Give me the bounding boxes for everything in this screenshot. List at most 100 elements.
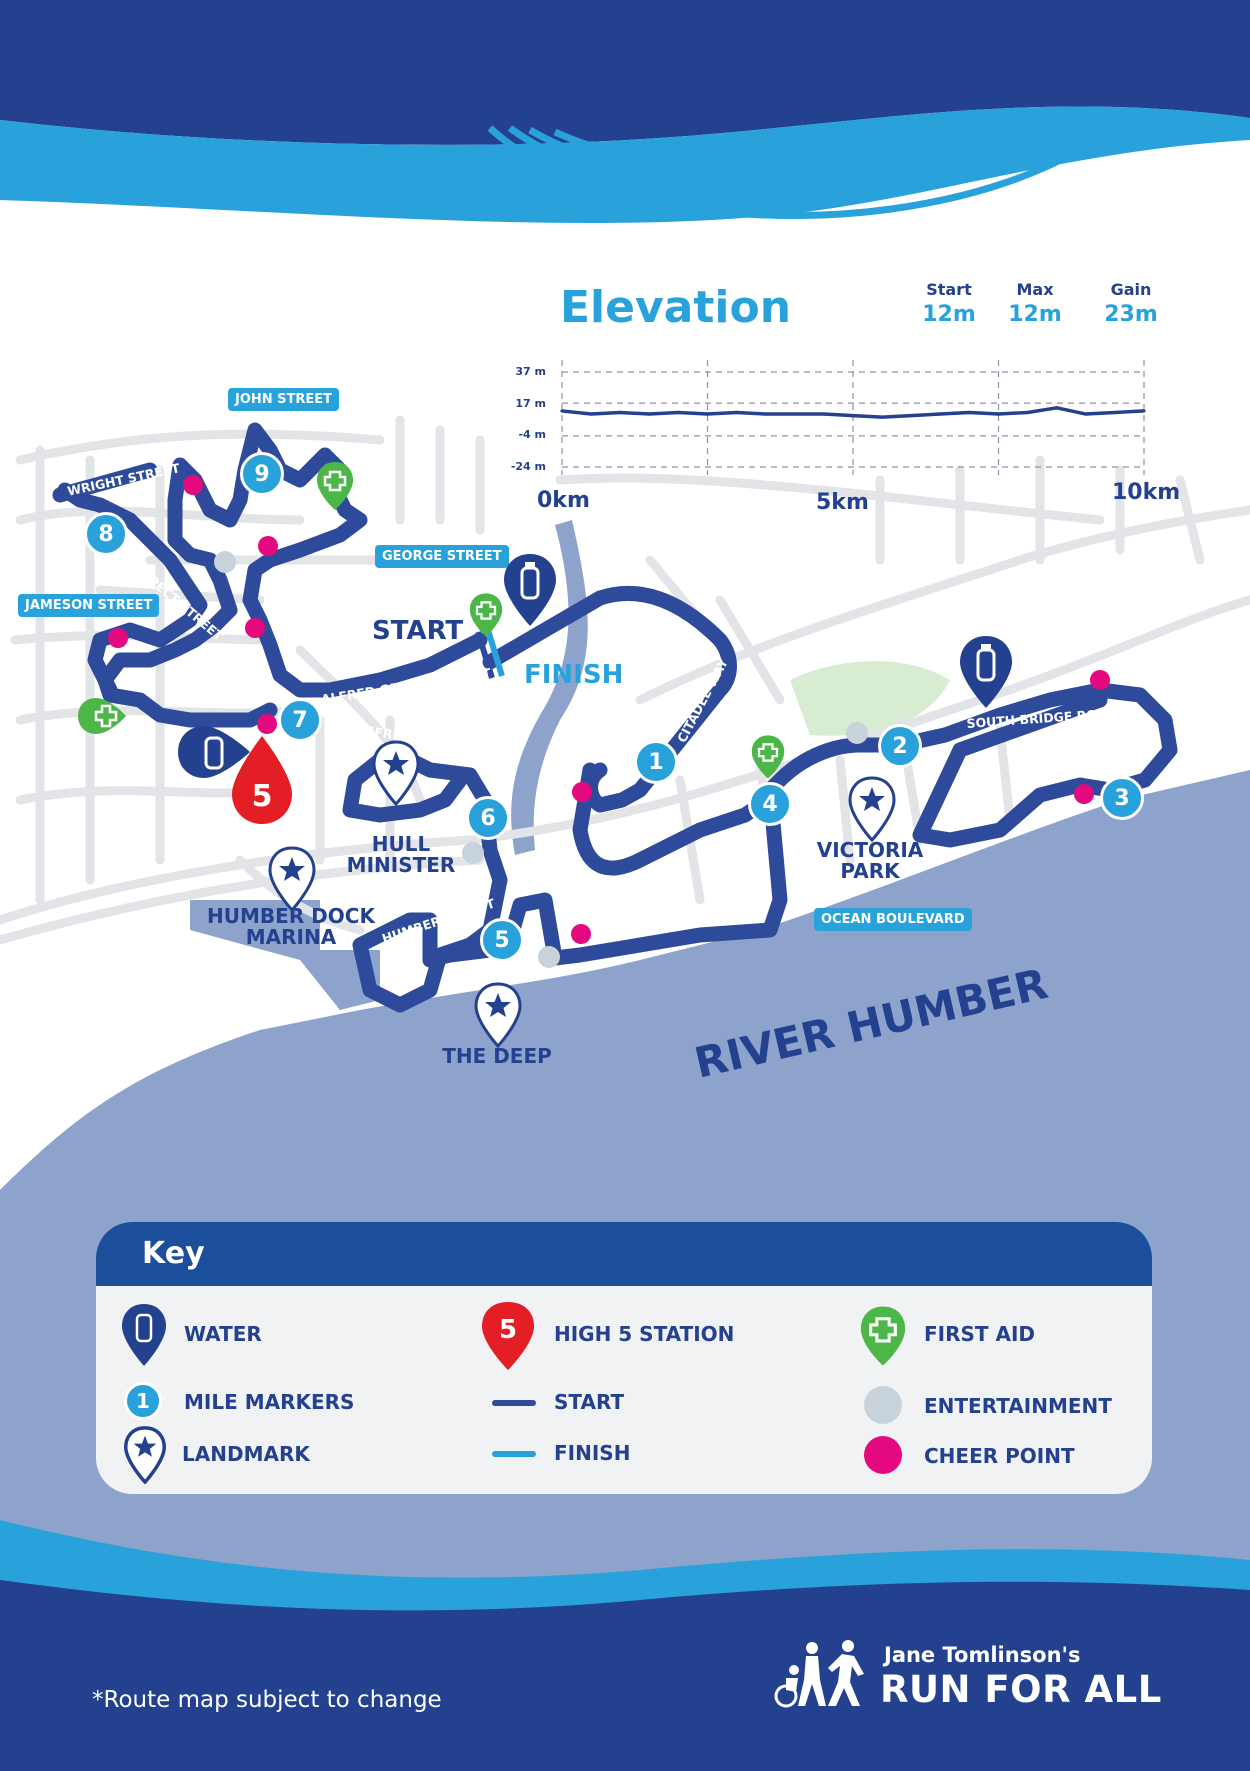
elevation-point (618, 410, 622, 415)
cheer-point (571, 924, 591, 944)
elevation-point (909, 414, 913, 418)
header-band (0, 0, 1250, 145)
high5-station-icon: 5 (482, 1302, 534, 1370)
elevation-point (996, 412, 1001, 416)
key-item-start: START (554, 1390, 625, 1414)
key-header (96, 1222, 1152, 1286)
landmark-icon (474, 982, 522, 1048)
elevation-point (1055, 406, 1059, 410)
first-aid-icon (317, 462, 353, 510)
street-tag-john: JOHN STREET (228, 388, 340, 411)
mile-marker-4: 4 (748, 782, 792, 826)
finish-line (485, 629, 505, 677)
svg-text:5: 5 (252, 779, 273, 814)
water-icon (178, 726, 250, 778)
stat-max-value: 12m (1008, 302, 1062, 327)
key-item-first-aid: FIRST AID (924, 1322, 1036, 1346)
street-tag-ocean: OCEAN BOULEVARD (814, 908, 972, 931)
elevation-xtick: 5km (816, 490, 869, 515)
stat-gain-label: Gain (1110, 280, 1152, 299)
elevation-point (822, 412, 826, 416)
elevation-point (647, 412, 651, 416)
elevation-point (764, 412, 768, 416)
entertainment-sample (864, 1386, 902, 1424)
mile-marker-2: 2 (878, 724, 922, 768)
landmark-humber-dock-marina: HUMBER DOCK MARINA (207, 904, 375, 949)
elevation-point (938, 412, 942, 416)
elevation-ytick: 17 m (515, 397, 546, 410)
cheer-point (572, 782, 592, 802)
stat-gain-value: 23m (1104, 302, 1158, 327)
first-aid-icon (469, 593, 503, 637)
stat-start-value: 12m (922, 302, 976, 327)
elevation-point (1084, 412, 1088, 416)
footer-disclaimer: *Route map subject to change (92, 1687, 442, 1713)
mile-marker-3: 3 (1100, 776, 1144, 820)
cheer-point (1090, 670, 1110, 690)
entertainment-point (214, 551, 236, 573)
finish-line-sample (492, 1451, 536, 1457)
key-item-high5: HIGH 5 STATION (554, 1322, 735, 1346)
landmark-icon (268, 846, 316, 912)
landmark-victoria-park: VICTORIA PARK (816, 838, 924, 883)
mile-marker-9: 9 (240, 452, 284, 496)
landmark-icon (372, 740, 420, 806)
start-line (475, 631, 495, 679)
water-icon (960, 636, 1012, 708)
elevation-xtick: 0km (537, 488, 590, 513)
mile-marker-5: 5 (480, 918, 524, 962)
mile-marker-8: 8 (84, 512, 128, 556)
elevation-title: Elevation (560, 282, 792, 333)
landmark-the-deep: THE DEEP (442, 1044, 552, 1068)
stat-start-label: Start (926, 280, 972, 299)
entertainment-point (462, 842, 484, 864)
elevation-ytick: -24 m (510, 460, 546, 473)
elevation-point (1113, 410, 1117, 415)
river-hull (511, 520, 588, 855)
key-item-landmark: LANDMARK (182, 1442, 310, 1466)
elevation-point (676, 410, 681, 415)
key-item-finish: FINISH (554, 1441, 631, 1465)
elevation-point (967, 410, 972, 415)
key-title: Key (142, 1236, 205, 1271)
elevation-point (589, 412, 593, 416)
high5-station-icon: 5 (232, 736, 292, 824)
landmark-hull-minister: HULL MINISTER (346, 832, 456, 877)
elevation-point (560, 409, 564, 413)
street-tag-george: GEORGE STREET (375, 545, 509, 568)
mile-marker-6: 6 (466, 796, 510, 840)
cheer-point-sample (864, 1436, 902, 1474)
elevation-point (1142, 409, 1146, 413)
water-icon (122, 1304, 166, 1366)
cheer-point (257, 714, 277, 734)
start-label: START (372, 616, 464, 646)
water-icon (504, 554, 556, 626)
landmark-icon (124, 1426, 166, 1484)
elevation-point (1026, 410, 1030, 415)
first-aid-icon (860, 1306, 906, 1366)
runners-logo-icon (774, 1640, 864, 1708)
elevation-point (735, 410, 739, 415)
stat-max-label: Max (1016, 280, 1054, 299)
key-item-cheer-point: CHEER POINT (924, 1444, 1075, 1468)
street-tag-jameson: JAMESON STREET (18, 594, 160, 617)
start-line-sample (492, 1400, 536, 1406)
elevation-point (705, 412, 710, 416)
key-item-mile-markers: MILE MARKERS (184, 1390, 355, 1414)
brand-title: RUN FOR ALL (880, 1668, 1162, 1711)
brand-subtitle: Jane Tomlinson's (884, 1643, 1081, 1667)
cheer-point (108, 628, 128, 648)
landmark-icon (848, 776, 896, 842)
elevation-ytick: -4 m (518, 428, 546, 441)
elevation-point (880, 415, 884, 419)
finish-label: FINISH (524, 660, 624, 690)
elevation-xtick: 10km (1112, 480, 1181, 505)
map-key: Key WATER 5 HIGH 5 STATION FIRST AID 1 M… (96, 1222, 1152, 1494)
key-item-water: WATER (184, 1322, 262, 1346)
entertainment-point (846, 722, 868, 744)
dock-basin (190, 900, 380, 1010)
high5-text: 5 (499, 1315, 517, 1345)
mile-marker-7: 7 (278, 698, 322, 742)
cheer-point (183, 475, 203, 495)
